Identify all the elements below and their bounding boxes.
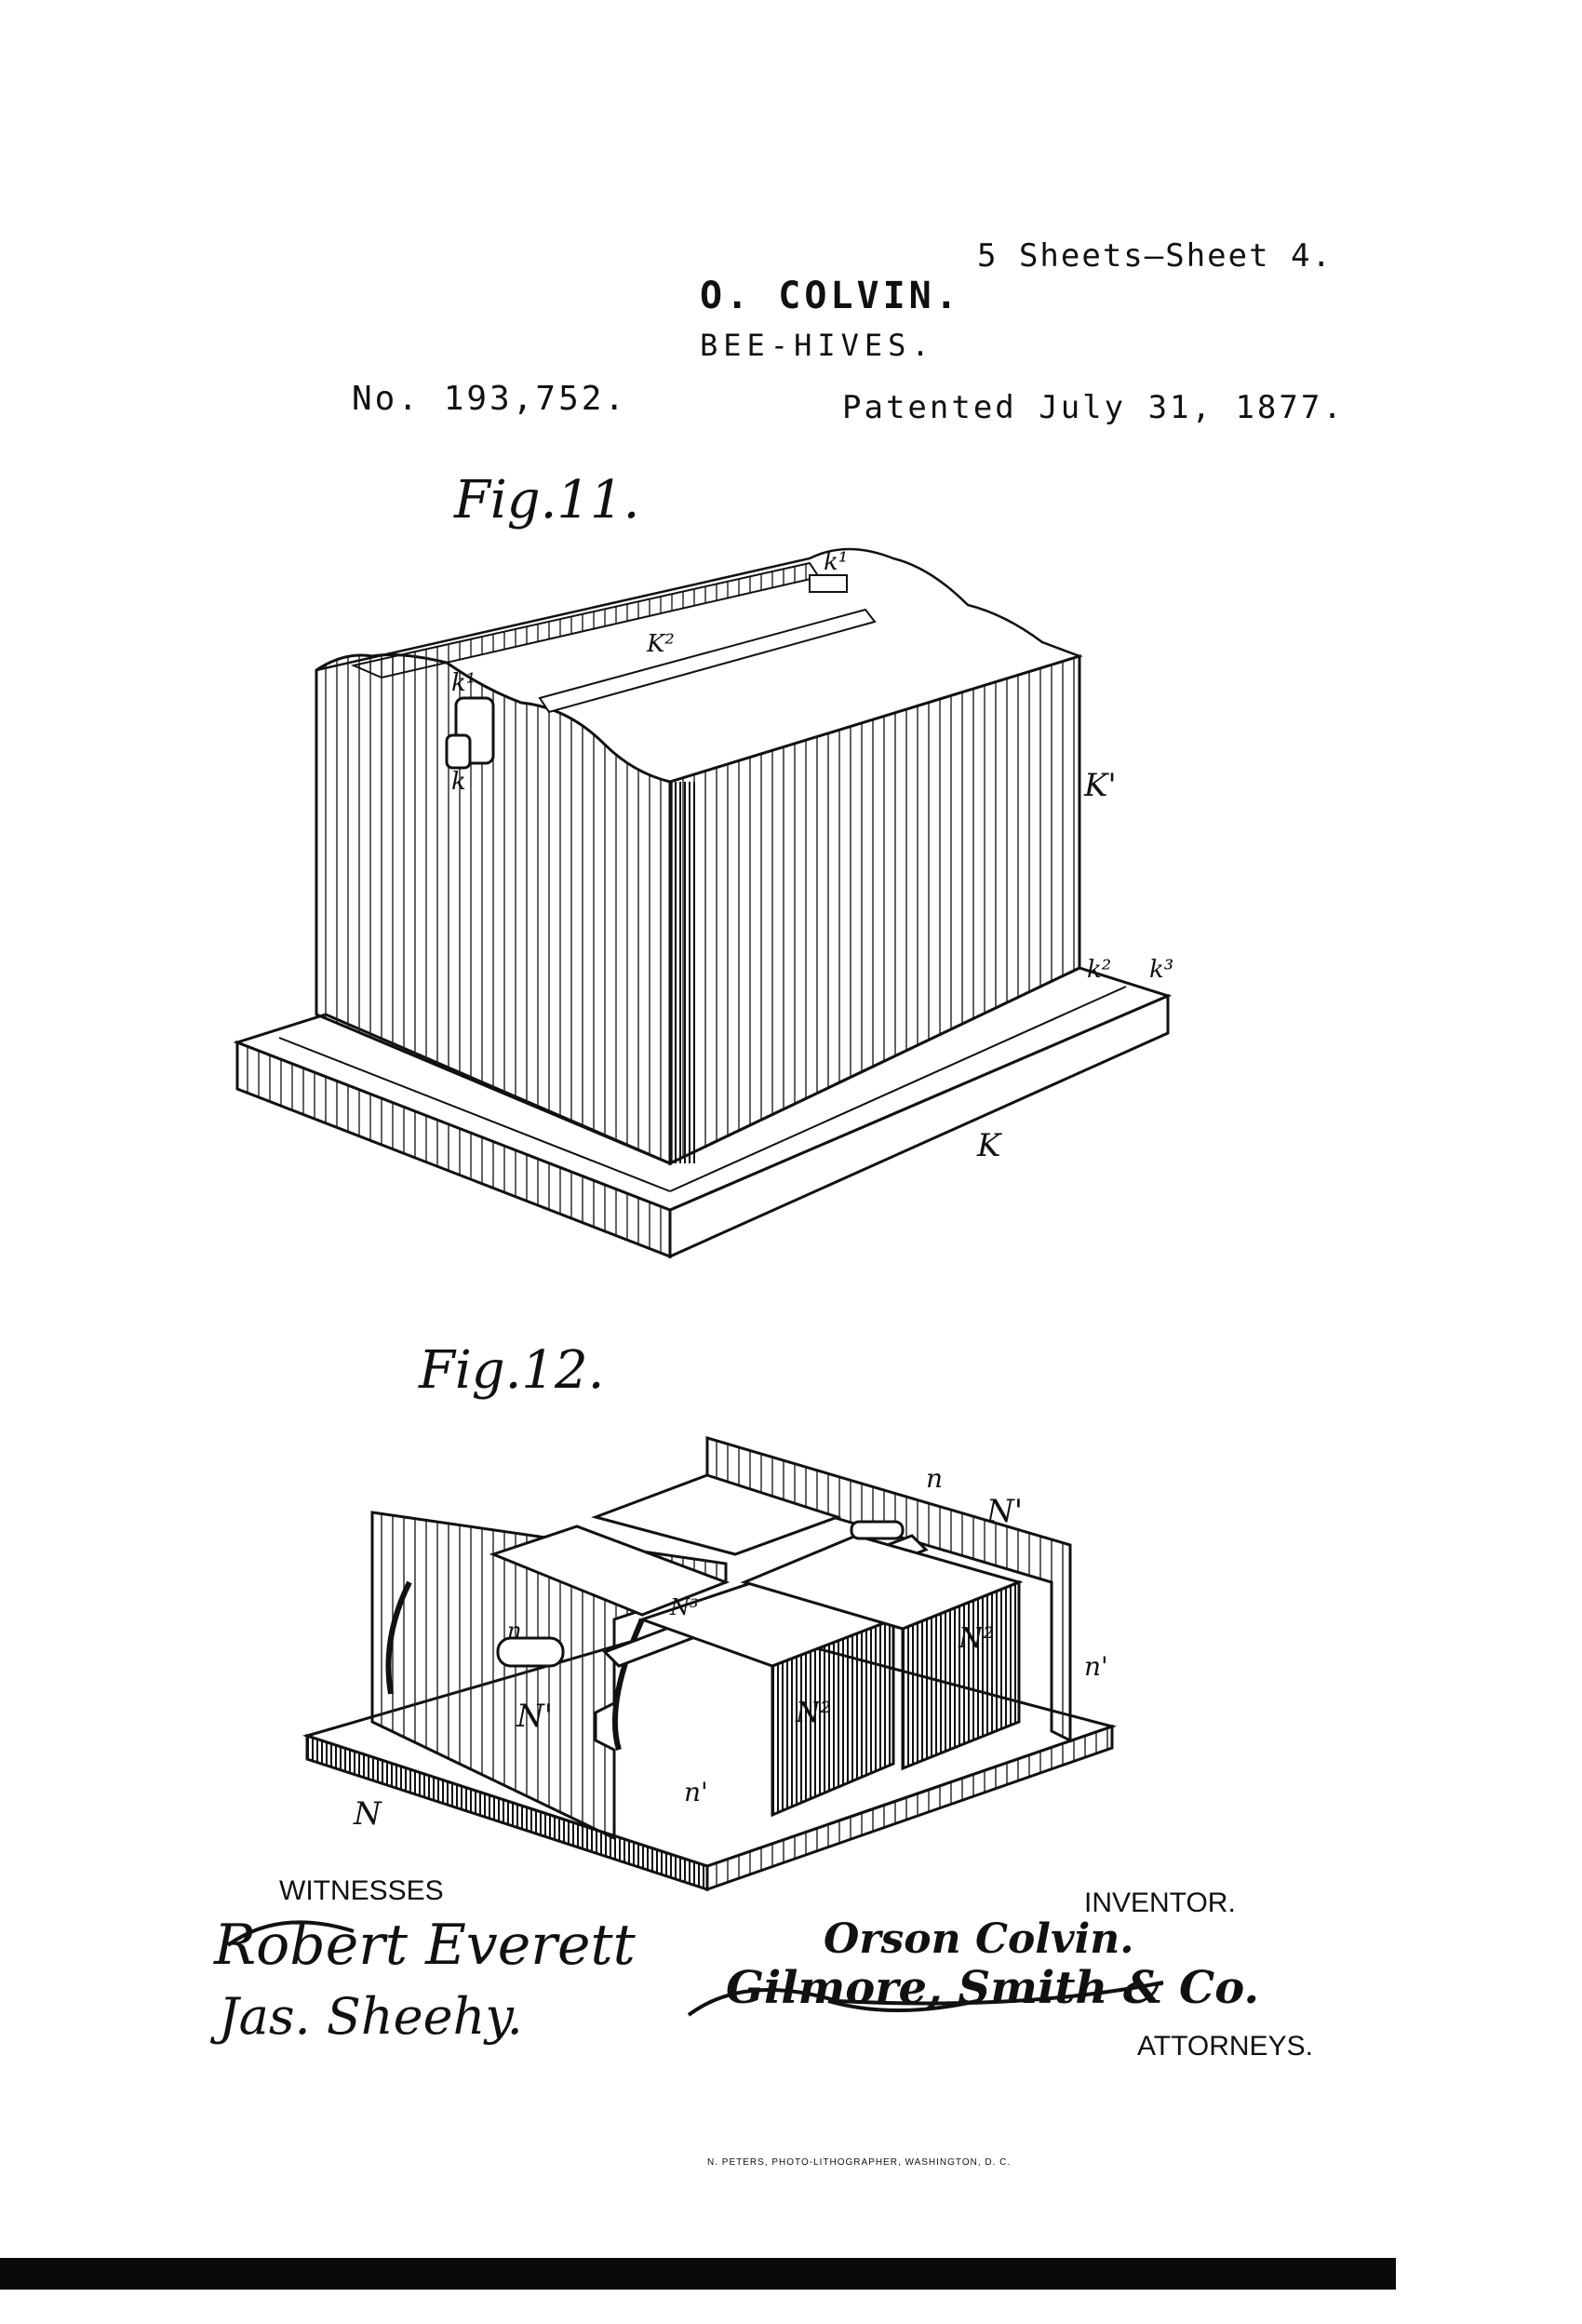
ref-N-prime-back: N': [985, 1493, 1023, 1530]
ref-N3: N³: [669, 1594, 699, 1620]
witnesses-label: WITNESSES: [279, 1875, 444, 1906]
inventor-signature: Orson Colvin.: [824, 1915, 1134, 1963]
patent-date: Patented July 31, 1877.: [842, 389, 1345, 426]
inventor-name-header: O. COLVIN.: [700, 275, 961, 317]
ref-K: K: [976, 1127, 1003, 1164]
ref-k1-top: k¹: [824, 548, 848, 576]
witness-1-signature: Robert Everett: [214, 1913, 636, 1978]
hive-block-k1: [809, 574, 848, 593]
signature-flourishes: [226, 1920, 1164, 2017]
fig-12-reference-letters: n N' N³ n N' N² N² n' n' N: [353, 1463, 1108, 1833]
fig-11-hive-drawing: [233, 547, 1173, 1259]
attorney-signature: Gilmore, Smith & Co.: [726, 1962, 1260, 2014]
ref-K2: K²: [646, 630, 675, 658]
ref-N2-right: N²: [958, 1622, 994, 1655]
ref-n-top: n: [926, 1463, 943, 1494]
fig-11-label: Fig.11.: [454, 470, 640, 531]
frames-handle: [496, 1636, 565, 1668]
ref-k: k: [451, 768, 466, 796]
patent-number: No. 193,752.: [352, 380, 628, 418]
frames-base-right-face: [705, 1724, 1114, 1892]
ref-n-prime-right: n': [1084, 1651, 1108, 1682]
ref-N: N: [353, 1795, 382, 1833]
ref-N2-left: N²: [795, 1697, 831, 1729]
witness-2-signature: Jas. Sheehy.: [219, 1987, 523, 2046]
hive-inner-bar: [538, 608, 877, 714]
hive-body-left-face: [315, 653, 672, 1166]
ref-k1-left: k¹: [451, 669, 476, 697]
ref-N-prime-front: N': [516, 1698, 553, 1735]
printer-credit: N. PETERS, PHOTO-LITHOGRAPHER, WASHINGTO…: [707, 2157, 1012, 2168]
ref-k3: k³: [1149, 956, 1173, 984]
fig-11-reference-letters: k¹ K² k¹ k K' k² k³ K: [451, 548, 1173, 1164]
frames-box-back-left: [489, 1525, 731, 1617]
ref-K-prime: K': [1083, 767, 1117, 804]
fig-12-frames-drawing: [302, 1435, 1118, 1892]
frames-box-front-right-face: [901, 1579, 1021, 1771]
patent-title: BEE-HIVES.: [700, 328, 935, 363]
ref-k2: k²: [1087, 956, 1111, 984]
inventor-label: INVENTOR.: [1084, 1887, 1236, 1918]
attorney-label: ATTORNEYS.: [1137, 2031, 1313, 2062]
frames-box-back-right: [591, 1473, 842, 1556]
fig-12-label: Fig.12.: [419, 1340, 605, 1401]
frames-box-front-left-face: [771, 1617, 895, 1818]
scan-border-bar: [0, 2258, 1396, 2290]
ref-n-handle: n: [507, 1618, 521, 1644]
hive-top-rim: [315, 547, 1083, 784]
sheet-count: 5 Sheets—Sheet 4.: [977, 237, 1333, 275]
ref-n-prime-front: n': [684, 1777, 708, 1807]
hive-back-edge: [350, 561, 821, 679]
